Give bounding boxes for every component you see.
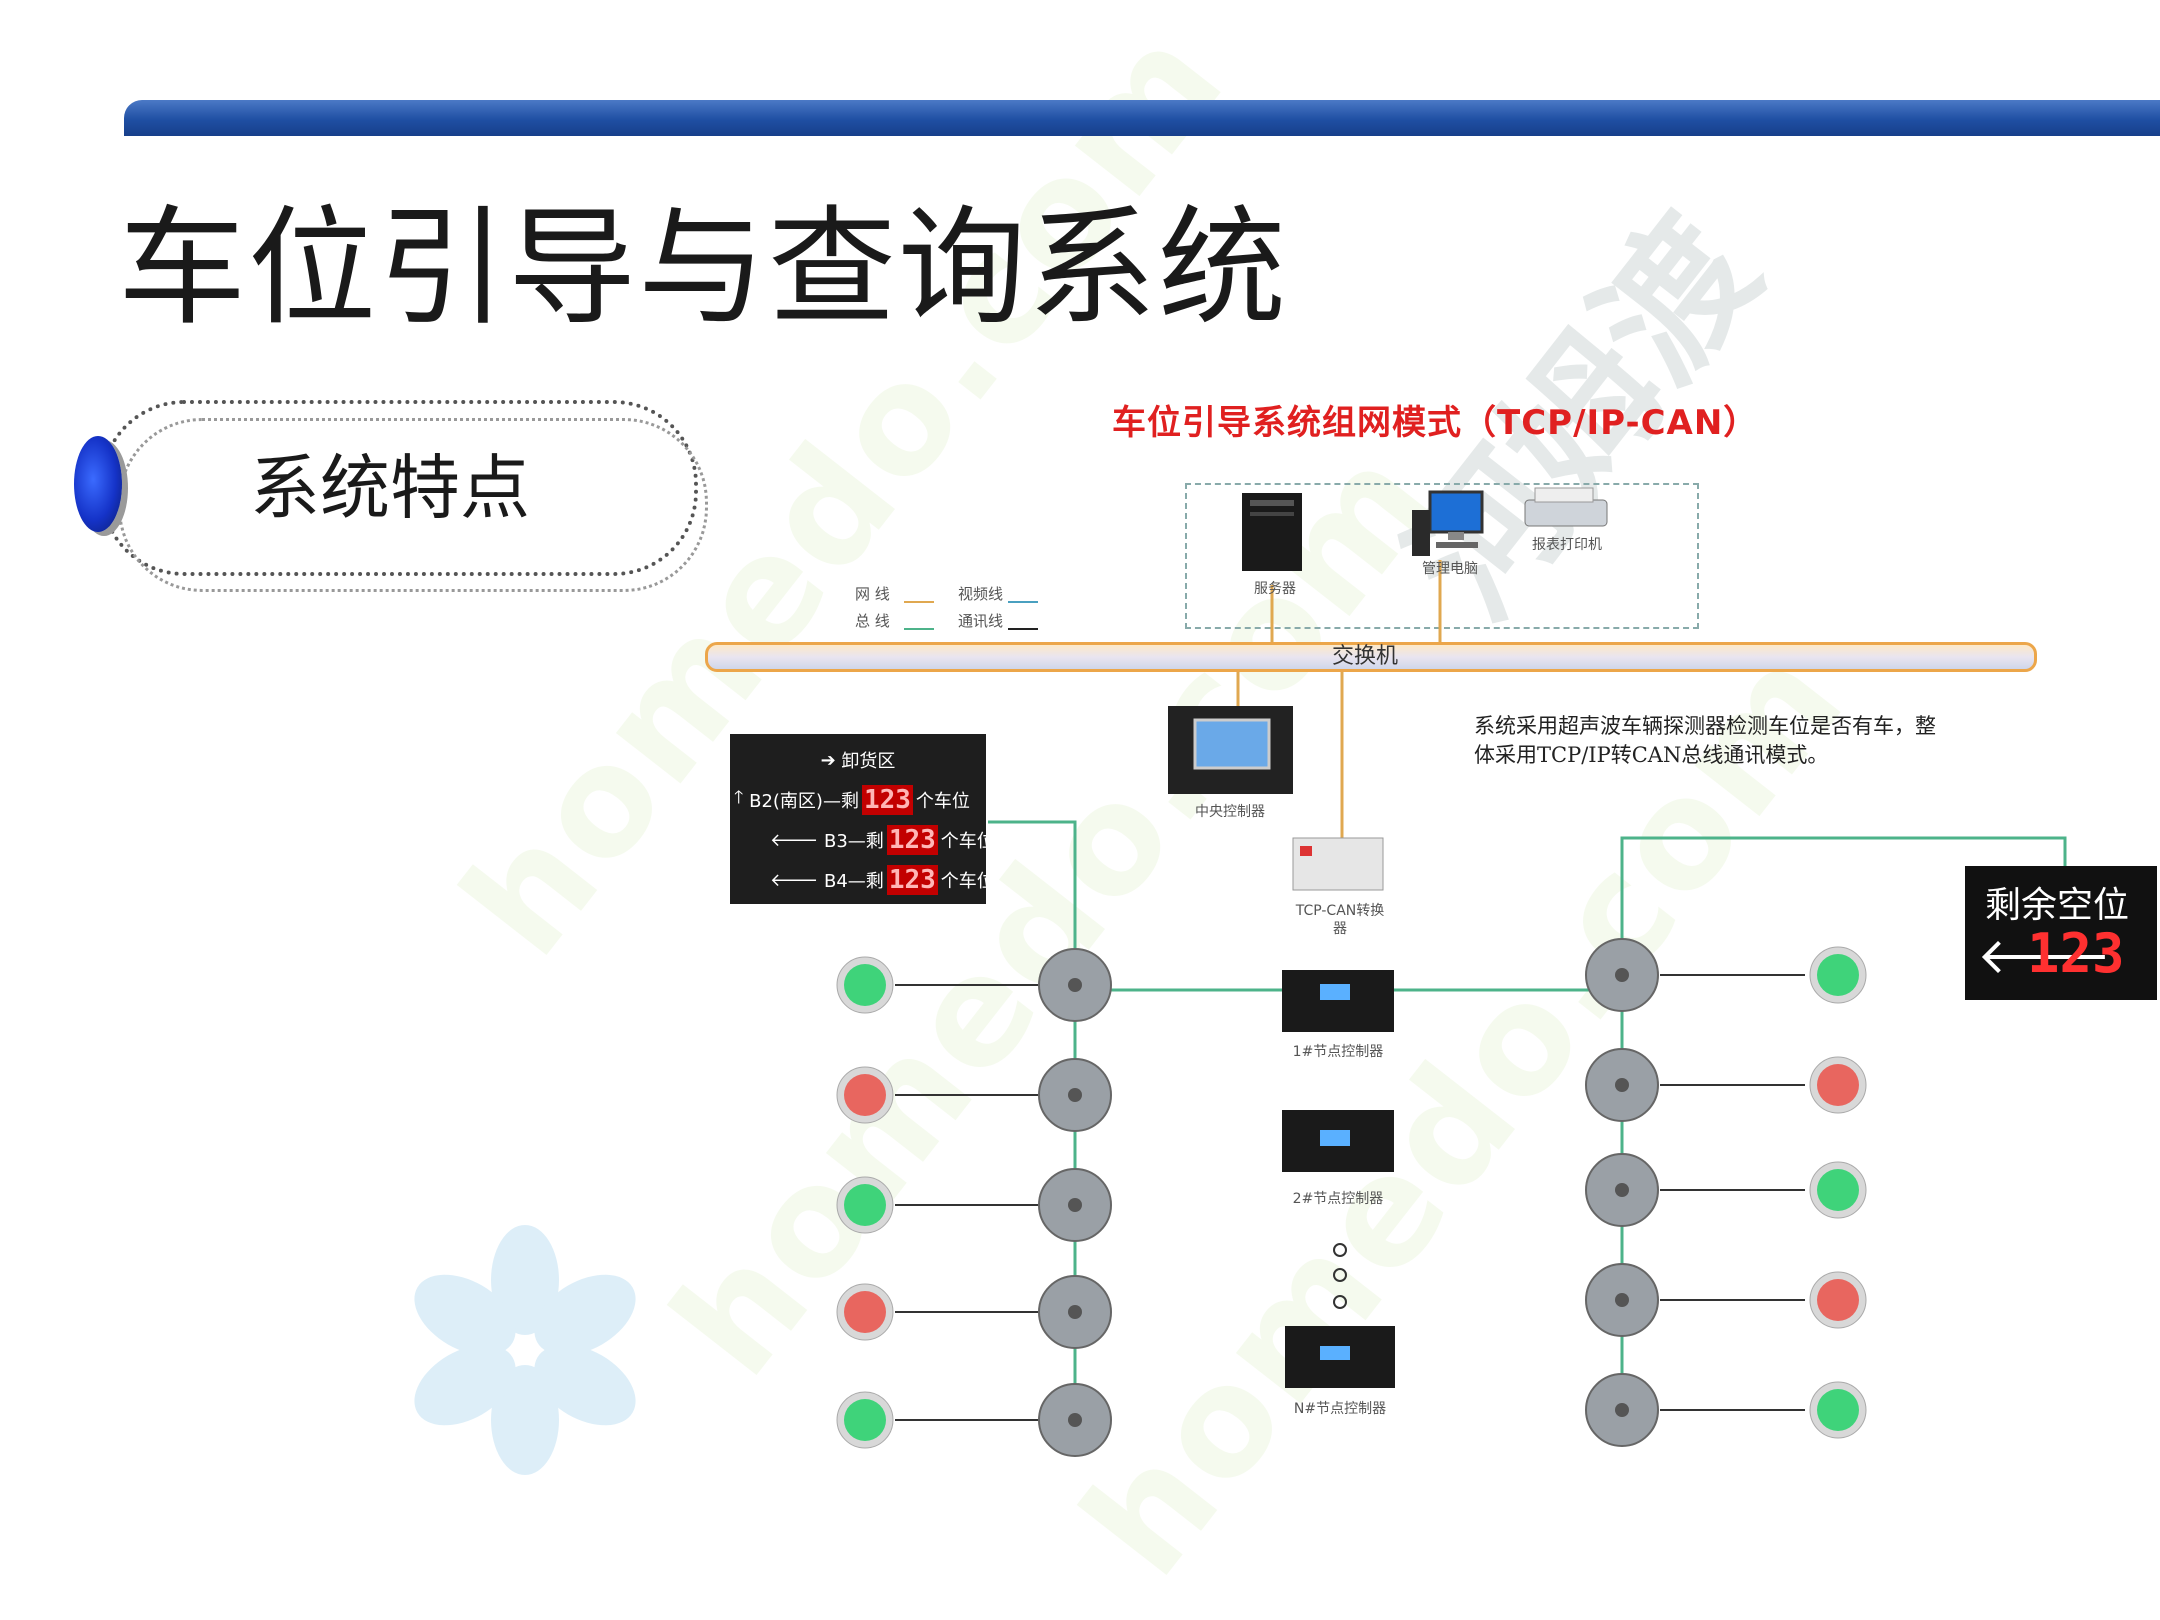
server-icon [1242,493,1302,571]
indicator-light-red [1817,1064,1859,1106]
diagram-title: 车位引导系统组网模式（TCP/IP-CAN） [1112,403,1759,443]
converter-icon [1292,837,1384,891]
printer-label: 报表打印机 [1532,537,1602,553]
bullet-icon [74,436,122,532]
node-controller-icon [1282,1110,1394,1172]
management-group [1185,483,1699,629]
switch-label: 交换机 [1332,644,1399,669]
central-controller-icon [1168,706,1293,794]
indicator-light-red [844,1291,886,1333]
legend-bus-line: 总 线 [855,612,890,630]
space-board-label: 剩余空位 [1985,885,2130,926]
remaining-space-board: 剩余空位 🡐 123 [1965,866,2157,1000]
sign-row4-number: 123 [886,865,938,895]
sign-row3-suffix: 个车位 [940,831,995,852]
switch-bus [705,642,2037,672]
indicator-light-red [844,1074,886,1116]
legend-video-line-swatch [1008,601,1038,603]
mgmt-pc-label: 管理电脑 [1422,561,1478,577]
arrow-up-icon: 🡑 [734,787,750,808]
header-bar [124,100,2160,136]
node-controller-icon [1282,970,1394,1032]
guidance-sign: ➔ 卸货区 🡑 B2(南区)—剩 123 个车位 🡐 B3—剩 123 个车位 … [730,734,995,904]
system-description: 系统采用超声波车辆探测器检测车位是否有车，整体采用TCP/IP转CAN总线通讯模… [1474,714,1936,768]
central-controller-label: 中央控制器 [1195,804,1265,820]
server-label: 服务器 [1254,581,1296,597]
indicator-light-green [844,1184,886,1226]
sign-row1: 卸货区 [841,751,896,772]
nodeN-label: N#节点控制器 [1293,1401,1387,1417]
sign-row2-prefix: B2(南区)—剩 [749,791,859,812]
printer-icon [1524,487,1608,527]
slide-title: 车位引导与查询系统 [118,194,1289,343]
indicator-light-green [1817,1389,1859,1431]
legend-comm-line-swatch [1008,628,1038,630]
legend-net-line: 网 线 [855,585,890,603]
arrow-left-icon: 🡐 [1977,927,2112,985]
node1-label: 1#节点控制器 [1292,1044,1384,1060]
converter-label: TCP-CAN转换器 [1295,903,1385,938]
arrow-left-icon: 🡐 [770,869,824,891]
indicator-light-red [1817,1279,1859,1321]
sign-row3-prefix: B3—剩 [824,831,884,852]
sign-row4-prefix: B4—剩 [824,871,884,892]
indicator-light-green [844,1399,886,1441]
node-controller-icon [1285,1326,1395,1388]
legend-comm-line: 通讯线 [958,612,1004,630]
sign-row3-number: 123 [886,825,938,855]
feature-label: 系统特点 [250,447,530,529]
arrow-left-icon: 🡐 [770,829,824,851]
indicator-light-green [1817,1169,1859,1211]
indicator-light-green [844,964,886,1006]
space-board-number: 123 [2027,922,2125,985]
computer-icon [1412,490,1484,556]
sign-row2-number: 123 [861,785,913,815]
indicator-light-green [1817,954,1859,996]
legend-video-line: 视频线 [958,585,1004,603]
node2-label: 2#节点控制器 [1292,1191,1384,1207]
legend-net-line-swatch [904,601,934,603]
legend-bus-line-swatch [904,628,934,630]
sign-row2-suffix: 个车位 [915,791,970,812]
arrow-right-icon: ➔ [820,749,842,771]
sign-row4-suffix: 个车位 [940,871,995,892]
